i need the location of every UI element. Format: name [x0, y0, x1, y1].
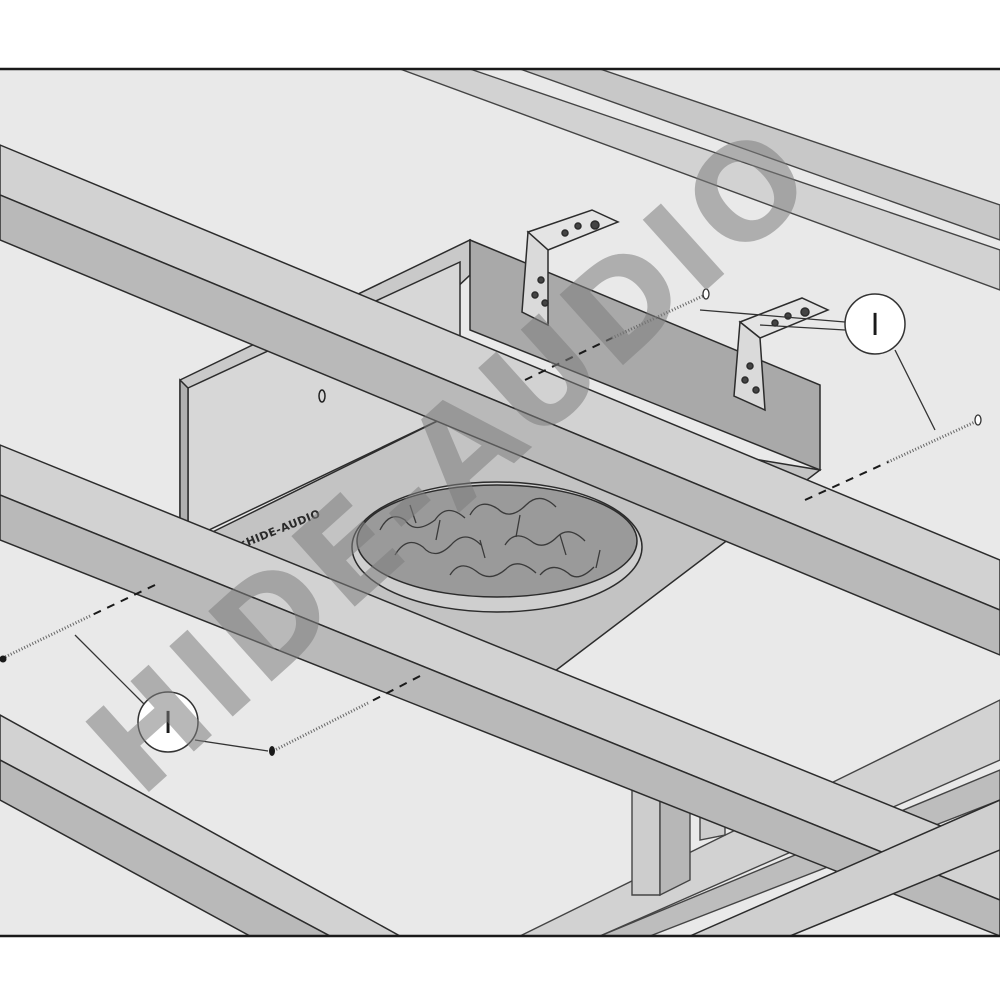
joist-lower — [0, 444, 1000, 936]
screw-callout-top-right: I — [844, 293, 906, 355]
joist-upper — [0, 144, 1000, 656]
mounting-hole — [318, 389, 326, 403]
speaker-opening — [351, 481, 643, 613]
callout-leaders — [74, 309, 936, 752]
screw-head-icon — [269, 746, 275, 756]
screw-top-right-a — [524, 288, 710, 381]
screw-head-icon — [702, 288, 710, 300]
mounting-bracket-left — [521, 209, 620, 327]
mounting-bracket-right — [733, 297, 830, 412]
far-joist-upper — [399, 69, 1000, 291]
insulation-icon — [356, 484, 638, 598]
callout-label: I — [871, 308, 880, 343]
screw-head-icon — [974, 414, 982, 426]
screw-bottom-left-b — [269, 675, 421, 756]
screw-top-right-b — [804, 414, 982, 501]
callout-label: I — [164, 706, 173, 741]
screw-bottom-left-a — [0, 584, 156, 663]
screw-callout-bottom-left: I — [137, 691, 199, 753]
cross-member-front — [0, 714, 1000, 936]
screw-head-icon — [0, 655, 7, 663]
